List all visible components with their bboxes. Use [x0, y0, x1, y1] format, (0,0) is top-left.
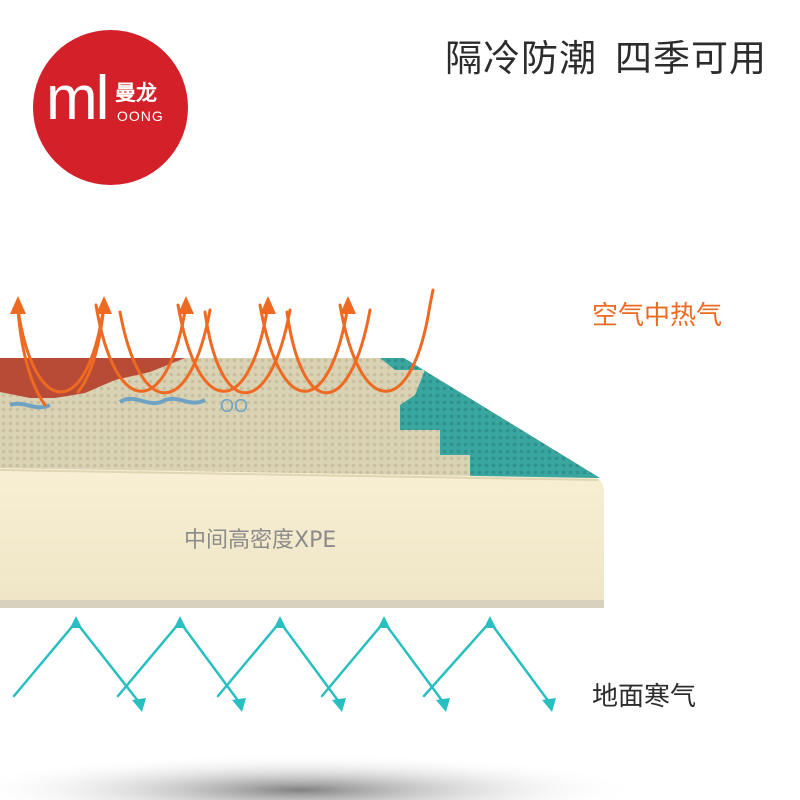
- brand-logo: ml 曼龙 OONG: [33, 30, 188, 185]
- mat-top-edge: [0, 469, 599, 481]
- headline-part2: 四季可用: [615, 37, 767, 80]
- cold-arrowheads: [70, 616, 556, 712]
- label-ground-cold: 地面寒气: [592, 682, 697, 712]
- mat-print-letters: OO: [220, 396, 248, 416]
- heat-arrows: [16, 288, 435, 407]
- mat-bottom-layer: [0, 600, 604, 608]
- mat-front-face: [0, 468, 604, 606]
- label-core-material: 中间高密度XPE: [184, 528, 337, 553]
- logo-chinese-name: 曼龙: [115, 81, 157, 105]
- floor-shadow: [0, 754, 640, 800]
- mat-teal-pattern: [380, 358, 600, 478]
- label-air-heat: 空气中热气: [592, 301, 723, 331]
- logo-mark: ml: [46, 64, 109, 133]
- headline-part1: 隔冷防潮: [445, 37, 597, 80]
- heat-arrowheads: [10, 296, 356, 314]
- mat-print-outline: [9, 396, 206, 410]
- cold-arrows: [12, 619, 554, 708]
- logo-english-name: OONG: [117, 108, 164, 124]
- headline: 隔冷防潮四季可用: [445, 36, 767, 82]
